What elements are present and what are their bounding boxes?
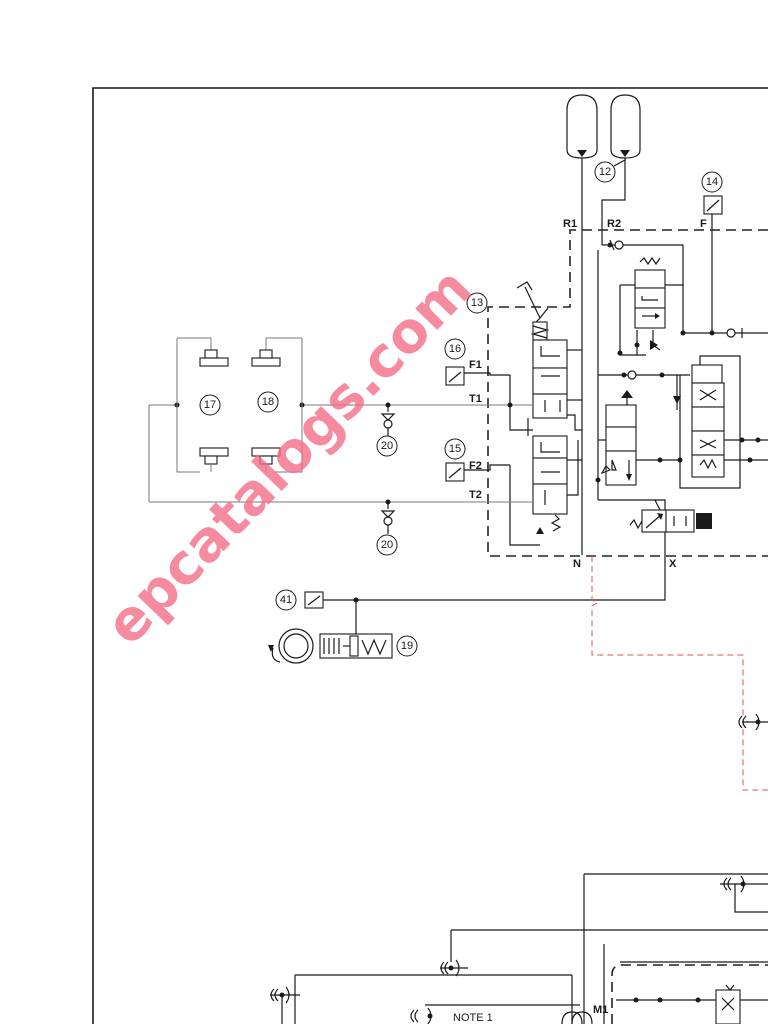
- spring-brake-actuator-19: 19: [268, 600, 418, 664]
- brake-valve-boundary: [487, 229, 768, 557]
- callout-20b-label: 20: [381, 539, 393, 551]
- accumulator-pair: [566, 94, 641, 555]
- callout-17-label: 17: [204, 399, 216, 411]
- pressure-switch-14: 14: [701, 171, 723, 333]
- callout-15-label: 15: [449, 443, 461, 455]
- callout-12: 12: [594, 159, 626, 183]
- port-f2-label: F2: [469, 460, 482, 472]
- parking-brake-solenoid-valve: [355, 499, 712, 601]
- wheel-brake-18: 18: [251, 337, 303, 473]
- callout-19-label: 19: [401, 640, 413, 652]
- lower-circuit: [270, 873, 768, 1024]
- port-t2-label: T2: [469, 489, 482, 501]
- relay-valve-right: [677, 355, 768, 489]
- drawing-border: [92, 87, 768, 1024]
- note-1-label: NOTE 1: [453, 1012, 493, 1024]
- quick-coupler-right: [738, 713, 768, 731]
- charging-valve: [602, 239, 768, 356]
- relay-valve-left: [598, 390, 680, 486]
- callout-16-label: 16: [449, 343, 461, 355]
- check-valve-group: [595, 250, 690, 510]
- test-point-20-lower: 20: [376, 502, 398, 556]
- callout-41-label: 41: [280, 594, 292, 606]
- port-m1-label: M1: [593, 1004, 608, 1016]
- port-r2-label: R2: [607, 218, 621, 230]
- wheel-brake-17: 17: [176, 337, 229, 473]
- test-point-20-upper: 20: [376, 405, 398, 457]
- pressure-switch-16: 16: [444, 338, 510, 386]
- callout-20a-label: 20: [381, 440, 393, 452]
- pressure-switch-41: 41: [275, 589, 359, 611]
- port-n-label: N: [573, 558, 581, 570]
- pilot-line: [591, 556, 768, 791]
- port-f-label: F: [700, 218, 707, 230]
- foot-brake-valve-13: 13: [466, 281, 582, 546]
- port-x-label: X: [669, 558, 677, 570]
- port-f1-label: F1: [469, 359, 482, 371]
- port-r1-label: R1: [563, 218, 577, 230]
- callout-12-label: 12: [599, 166, 611, 178]
- callout-18-label: 18: [262, 396, 274, 408]
- pressure-switch-15: 15: [444, 438, 510, 482]
- port-t1-label: T1: [469, 393, 482, 405]
- callout-14-label: 14: [706, 176, 718, 188]
- callout-13-label: 13: [471, 297, 483, 309]
